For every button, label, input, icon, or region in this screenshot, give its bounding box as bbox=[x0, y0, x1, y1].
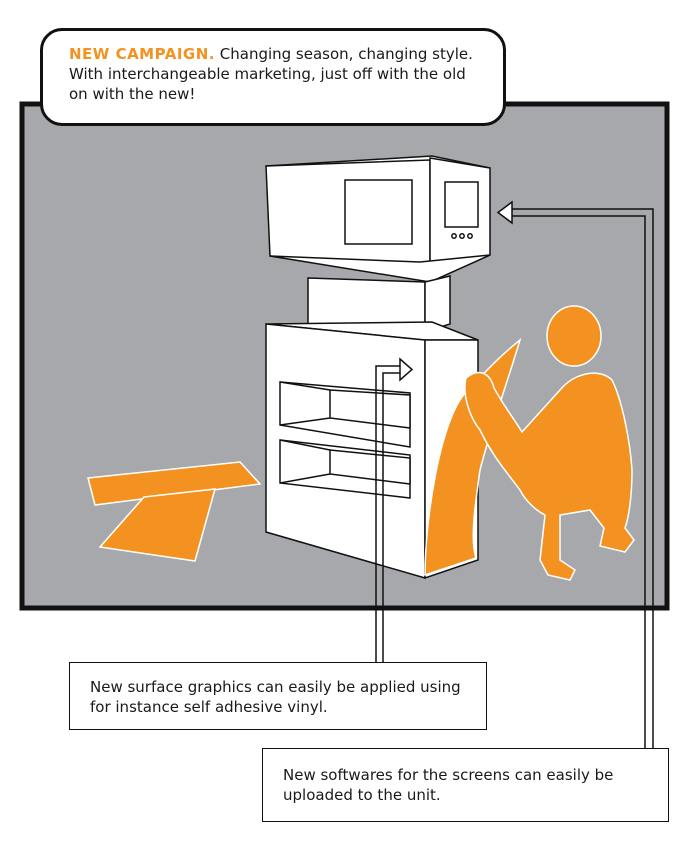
arrowhead-software bbox=[496, 200, 513, 225]
campaign-text: Changing season, changing style. With in… bbox=[69, 45, 473, 103]
main-screen bbox=[344, 179, 413, 245]
neck-side bbox=[424, 275, 451, 334]
leader-line-software bbox=[512, 215, 646, 748]
button-dot bbox=[451, 233, 457, 239]
arrowhead-graphics bbox=[399, 357, 414, 382]
worker-head bbox=[546, 305, 602, 367]
leader-line-software-inner bbox=[512, 208, 654, 748]
button-dot bbox=[467, 233, 473, 239]
side-screen bbox=[444, 181, 479, 228]
graphics-callout: New surface graphics can easily be appli… bbox=[69, 662, 487, 730]
leader-line-graphics-inner bbox=[382, 372, 400, 662]
housing-bottom-lip bbox=[269, 254, 491, 283]
campaign-callout: NEW CAMPAIGN. Changing season, changing … bbox=[40, 28, 506, 126]
leader-lines bbox=[375, 208, 654, 748]
loose-panel-bottom bbox=[98, 488, 217, 562]
display-unit bbox=[265, 155, 491, 580]
graphics-callout-text: New surface graphics can easily be appli… bbox=[90, 678, 461, 716]
campaign-keyword: NEW CAMPAIGN. bbox=[69, 45, 215, 63]
software-callout: New softwares for the screens can easily… bbox=[262, 748, 669, 822]
loose-panel-top bbox=[87, 461, 262, 506]
worker-figure bbox=[464, 305, 635, 581]
button-dot bbox=[459, 233, 465, 239]
worker-body bbox=[464, 371, 635, 581]
leader-line-graphics bbox=[375, 365, 400, 662]
software-callout-text: New softwares for the screens can easily… bbox=[283, 766, 614, 804]
